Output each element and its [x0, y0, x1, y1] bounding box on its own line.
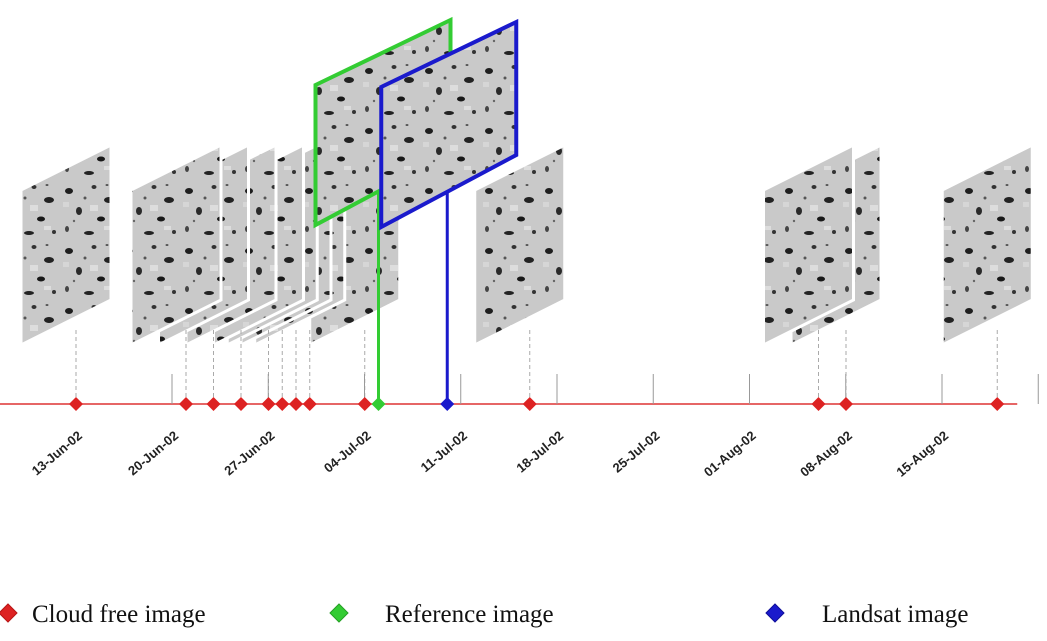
tick-label: 27-Jun-02	[221, 428, 277, 479]
legend: Cloud free image Reference image Landsat…	[0, 601, 968, 628]
tick-label: 08-Aug-02	[797, 428, 855, 480]
tick-label: 01-Aug-02	[701, 428, 759, 480]
legend-cloud-free-label: Cloud free image	[32, 601, 206, 628]
cloud-free-marker	[69, 397, 83, 411]
cloud-free-marker	[206, 397, 221, 411]
cloud-free-marker	[357, 397, 372, 411]
cloud-free-marker	[522, 397, 537, 411]
tick-label: 20-Jun-02	[125, 428, 181, 479]
cloud-free-marker	[289, 397, 303, 411]
cloud-free-marker	[302, 397, 317, 411]
cloud-free-image-panel	[762, 142, 855, 348]
image-stack-group	[19, 142, 1034, 348]
legend-reference-icon	[329, 603, 349, 623]
cloud-free-image-panel	[19, 142, 113, 348]
cloud-free-marker	[234, 397, 248, 411]
tick-label: 18-Jul-02	[513, 428, 566, 476]
marker-group	[69, 397, 1005, 411]
landsat-image-panel	[379, 18, 519, 231]
cloud-free-marker	[261, 397, 276, 411]
cloud-free-image-panel	[129, 142, 223, 348]
cloud-free-marker	[990, 397, 1005, 411]
cloud-free-marker	[275, 397, 290, 411]
legend-landsat-icon	[765, 603, 785, 623]
cloud-free-marker	[811, 397, 826, 411]
tick-label: 25-Jul-02	[610, 428, 663, 476]
dashed-connector-group	[75, 330, 998, 404]
cloud-free-image-panel	[473, 142, 567, 348]
reference-marker	[371, 397, 386, 411]
tick-label: 15-Aug-02	[893, 428, 951, 480]
timeline-group	[0, 374, 1039, 405]
tick-label: 13-Jun-02	[29, 428, 85, 479]
landsat-marker	[440, 397, 455, 411]
legend-cloud-free-icon	[0, 603, 18, 623]
cloud-free-marker	[839, 397, 853, 411]
tick-label: 11-Jul-02	[418, 428, 470, 475]
cloud-free-image-panel	[940, 142, 1034, 348]
legend-landsat-label: Landsat image	[822, 601, 968, 628]
tick-label: 04-Jul-02	[321, 428, 374, 476]
tick-label-group: 13-Jun-02 20-Jun-02 27-Jun-02 04-Jul-02 11-J…	[29, 428, 951, 480]
legend-reference-label: Reference image	[385, 601, 554, 628]
highlighted-images-group	[313, 16, 519, 404]
cloud-free-marker	[179, 397, 193, 411]
